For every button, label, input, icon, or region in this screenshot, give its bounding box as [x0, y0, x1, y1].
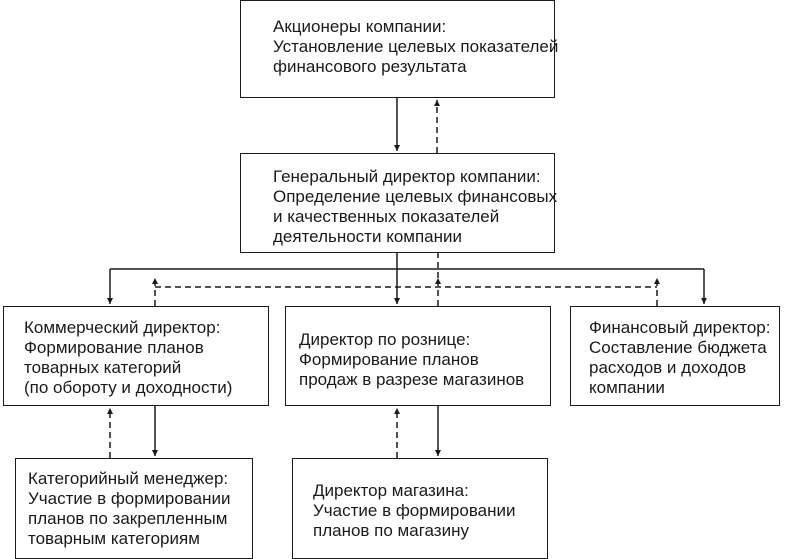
general-director-text: Генеральный директор компании: Определен…	[273, 167, 558, 246]
financial-director-text: Финансовый директор: Составление бюджета…	[589, 318, 771, 397]
general-director-box: Генеральный директор компании: Определен…	[240, 153, 558, 253]
commercial-director-box: Коммерческий директор: Формирование план…	[3, 306, 269, 406]
category-manager-text: Категорийный менеджер: Участие в формиро…	[28, 469, 231, 548]
financial-director-box: Финансовый директор: Составление бюджета…	[570, 306, 780, 406]
retail-director-text: Директор по рознице: Формирование планов…	[299, 330, 525, 389]
commercial-director-text: Коммерческий директор: Формирование план…	[24, 318, 233, 397]
shareholders-text: Акционеры компании: Установление целевых…	[273, 17, 559, 76]
retail-director-box: Директор по рознице: Формирование планов…	[285, 306, 551, 406]
store-director-box: Директор магазина: Участие в формировани…	[292, 458, 548, 559]
shareholders-box: Акционеры компании: Установление целевых…	[240, 0, 559, 98]
store-director-text: Директор магазина: Участие в формировани…	[313, 481, 516, 540]
category-manager-box: Категорийный менеджер: Участие в формиро…	[15, 458, 253, 559]
